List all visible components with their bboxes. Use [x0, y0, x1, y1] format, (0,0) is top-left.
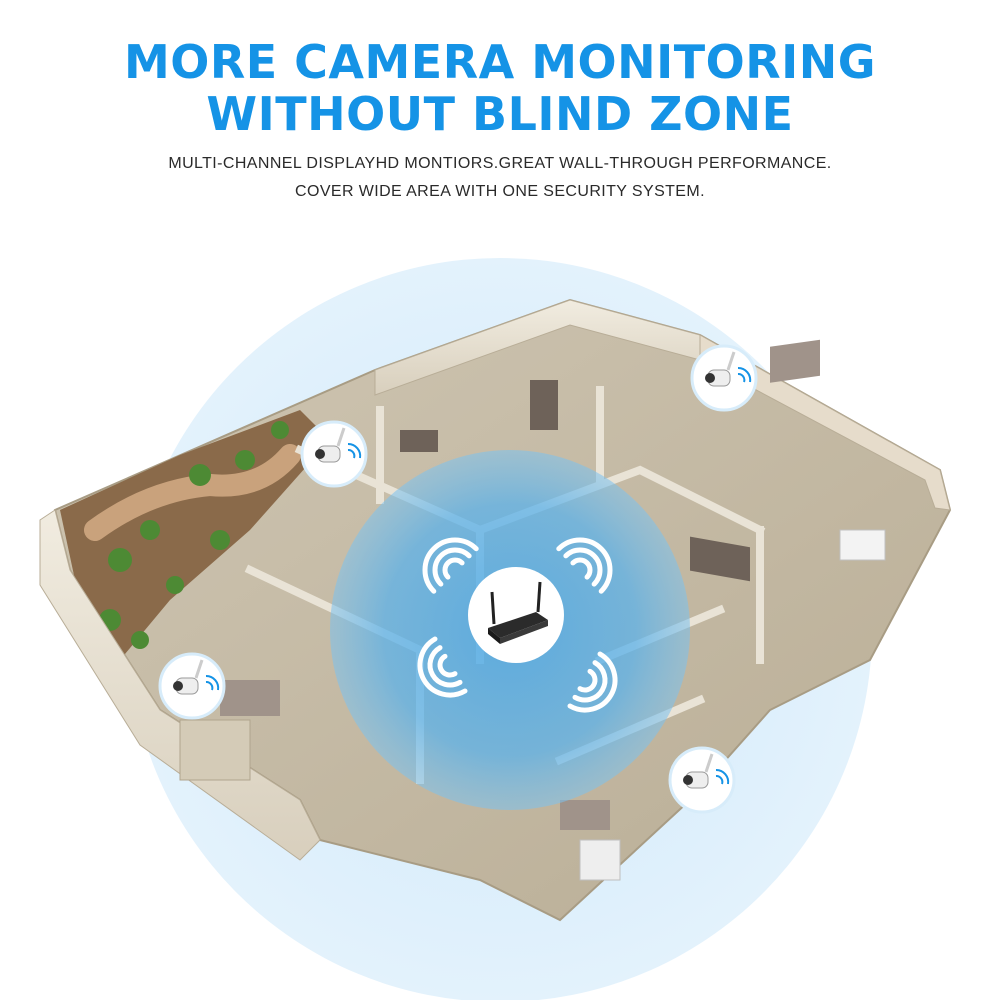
subheadline-line-2: COVER WIDE AREA WITH ONE SECURITY SYSTEM… — [295, 183, 705, 200]
nvr-router-icon — [468, 567, 564, 663]
headline: MORE CAMERA MONITORING WITHOUT BLIND ZON… — [0, 36, 1000, 140]
subheadline: MULTI-CHANNEL DISPLAYHD MONTIORS.GREAT W… — [0, 150, 1000, 206]
apartment-scene — [39, 258, 952, 1000]
apartment-illustration — [0, 240, 1000, 1000]
headline-line-1: MORE CAMERA MONITORING — [123, 35, 877, 89]
wifi-signal-icon — [417, 537, 618, 713]
subheadline-line-1: MULTI-CHANNEL DISPLAYHD MONTIORS.GREAT W… — [168, 155, 832, 172]
wifi-camera-icon — [158, 652, 226, 720]
headline-line-2: WITHOUT BLIND ZONE — [206, 87, 794, 141]
wifi-camera-icon — [668, 746, 736, 814]
wifi-camera-icon — [300, 420, 368, 488]
wifi-camera-icon — [690, 344, 758, 412]
